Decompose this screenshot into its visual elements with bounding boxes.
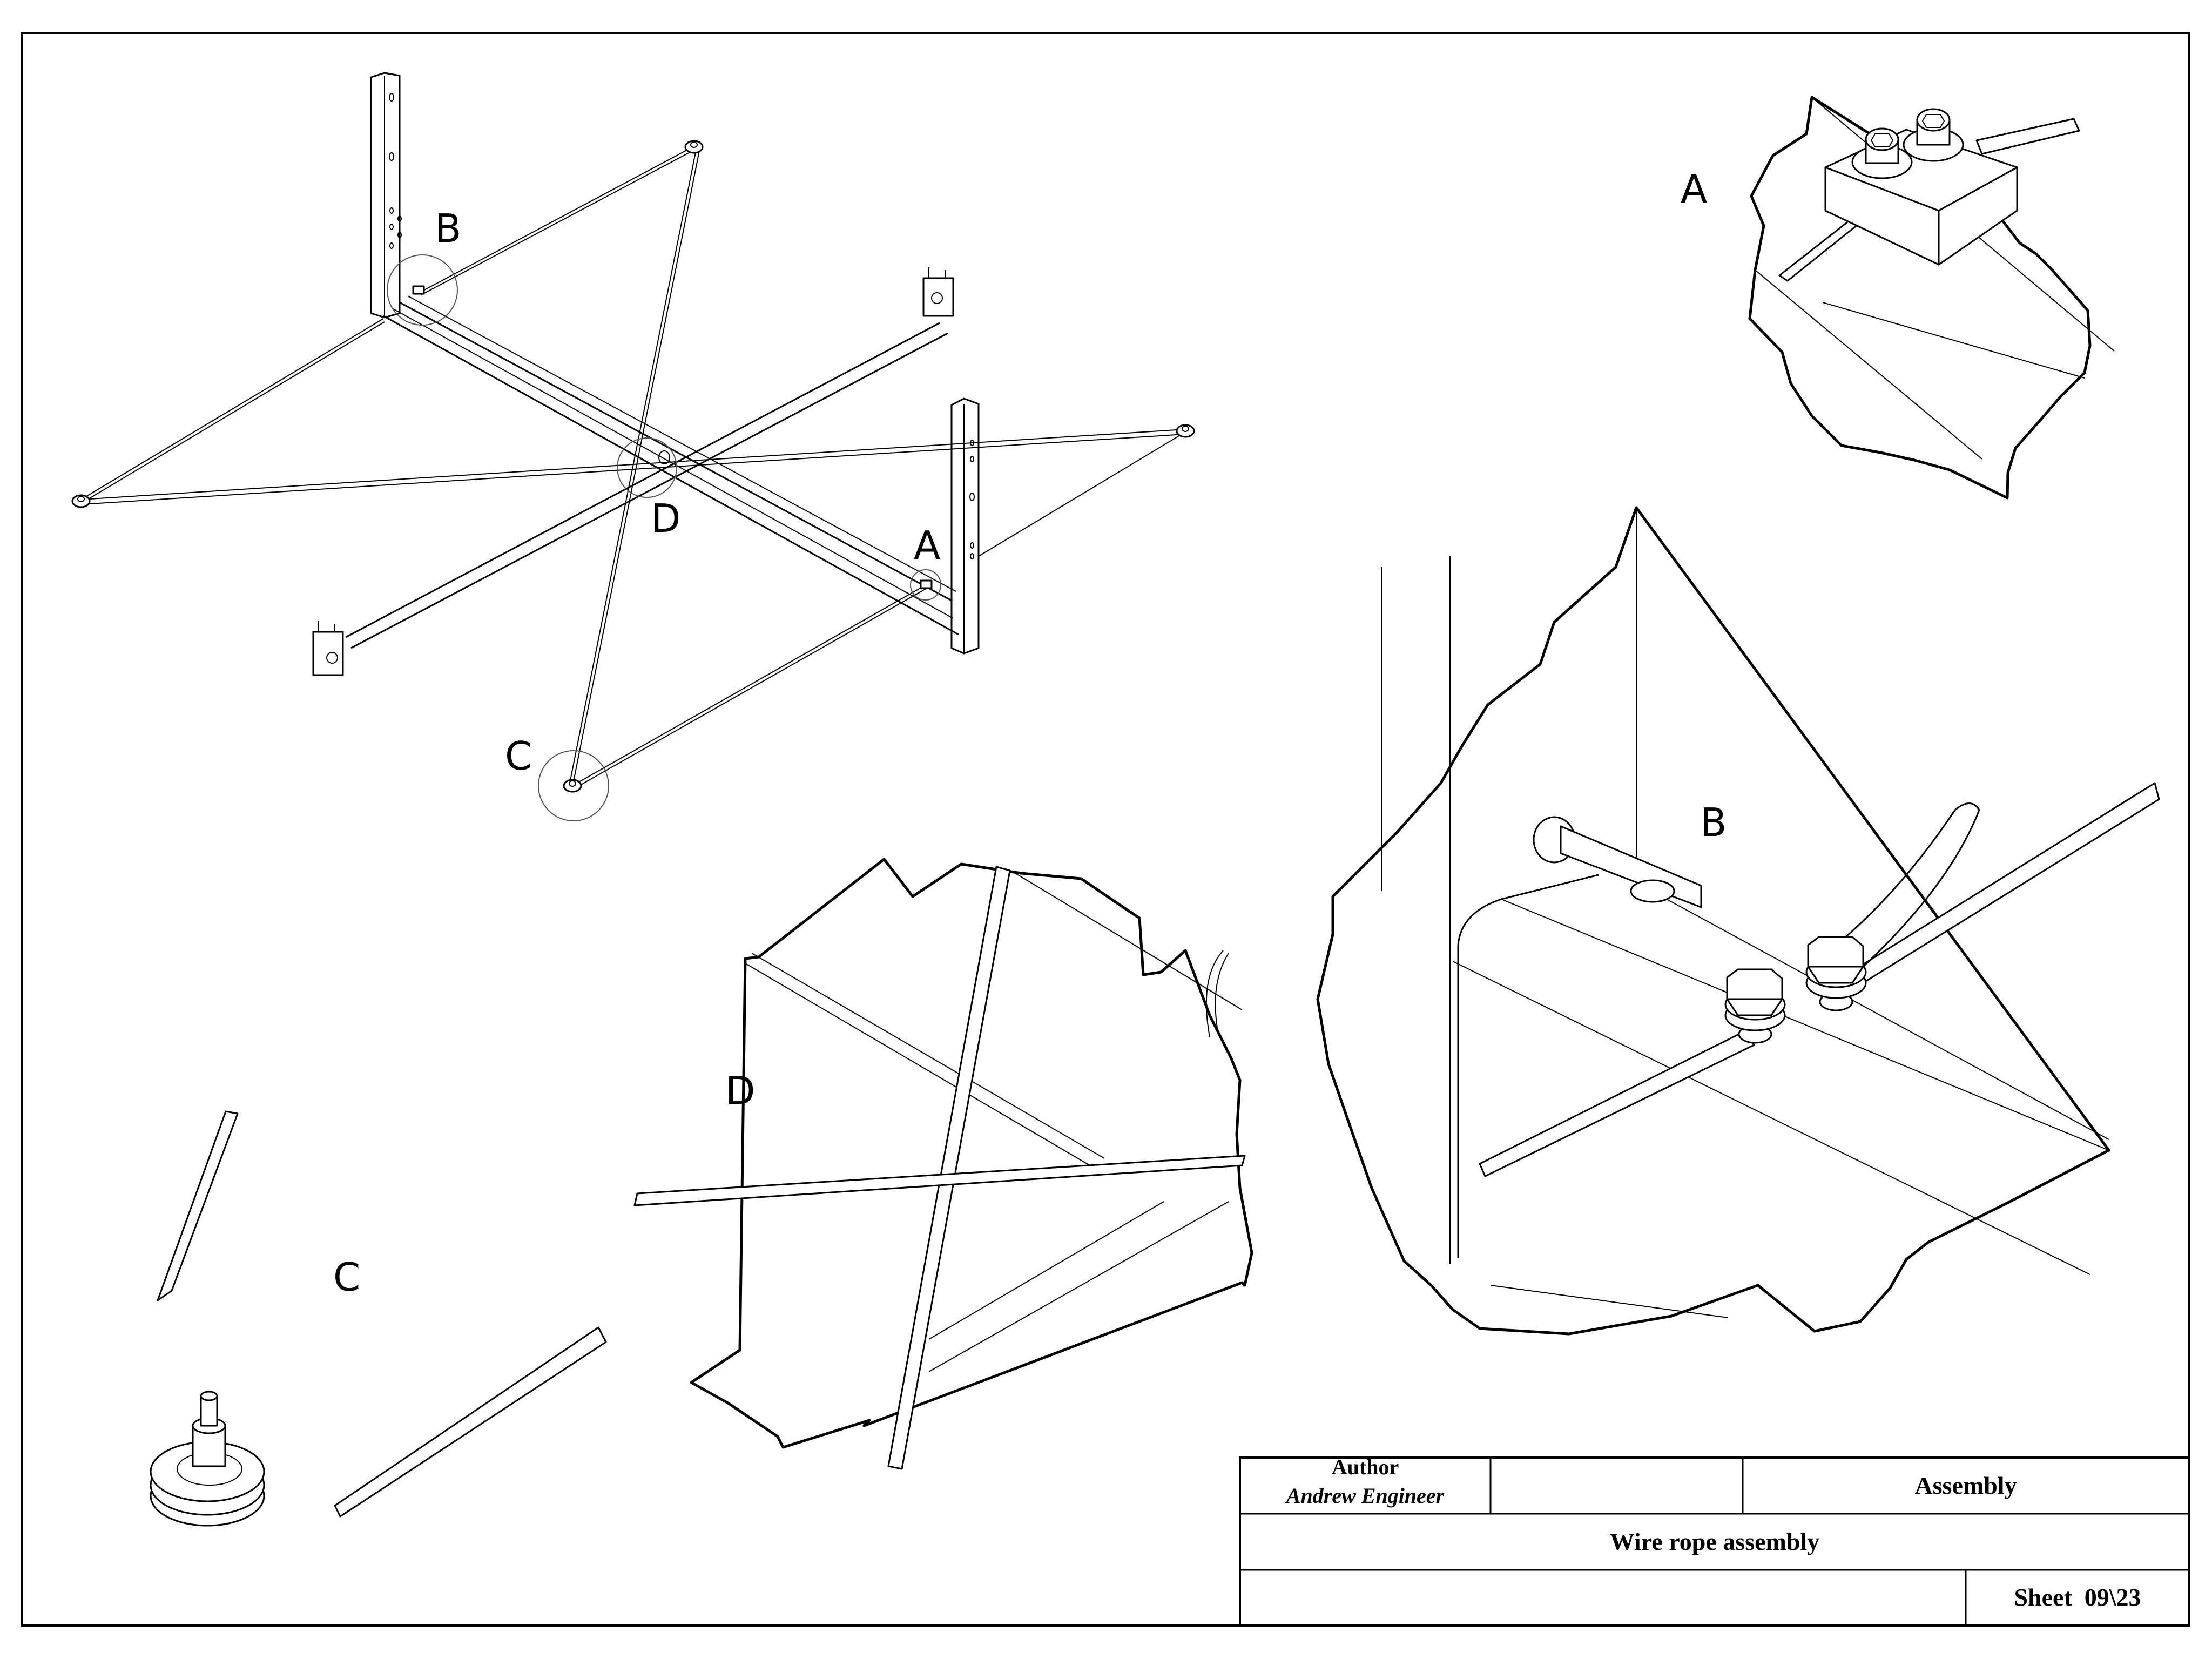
right-post	[950, 397, 980, 655]
detail-label-c: C	[333, 1255, 360, 1300]
clamp-small-b	[412, 285, 425, 295]
author-name: Andrew Engineer	[1285, 1483, 1445, 1508]
callout-label-c: C	[505, 733, 532, 779]
detail-view-c: C	[150, 1110, 607, 1527]
detail-d-rope-steep	[887, 866, 1011, 1470]
left-post	[370, 72, 402, 319]
callout-circle-c	[538, 750, 609, 821]
callout-circle-b	[387, 254, 458, 326]
pulley-bottom	[563, 779, 582, 793]
detail-b-rope-upper	[1854, 782, 2160, 984]
clamp-small-a	[920, 579, 933, 589]
detail-b-bolt-1	[1724, 968, 1786, 1044]
callout-label-a: A	[914, 523, 940, 568]
wire-ropes	[80, 146, 1186, 788]
sheet-border	[21, 32, 2190, 1627]
pulley-top	[684, 140, 704, 154]
detail-view-b: B	[1316, 506, 2160, 1336]
callout-circle-a	[910, 569, 941, 601]
detail-b-bolt-2	[1805, 936, 1867, 1011]
pulleys	[71, 140, 1195, 793]
sheet-number: Sheet 09\23	[2014, 1583, 2141, 1611]
main-assembly-view: B D A C	[71, 72, 1195, 821]
callout-label-b: B	[435, 206, 461, 251]
detail-c-rope-left	[157, 1110, 239, 1301]
detail-view-a: A	[1681, 96, 2115, 500]
detail-d-breakout	[690, 858, 1253, 1449]
end-bracket-lower	[312, 621, 344, 676]
detail-a-breakout	[1748, 96, 2092, 500]
end-bracket-upper	[922, 267, 954, 317]
detail-b-breakout	[1316, 506, 2110, 1336]
detail-label-b: B	[1700, 800, 1727, 845]
detail-b-rope-lower	[1479, 1030, 1755, 1177]
detail-label-a: A	[1681, 166, 1707, 212]
detail-a-screw-1	[1851, 127, 1913, 179]
drawing-type: Assembly	[1914, 1472, 2017, 1499]
pulley-left	[71, 494, 91, 508]
detail-c-rope-right	[334, 1326, 607, 1518]
author-heading: Author	[1332, 1455, 1399, 1479]
detail-label-d: D	[725, 1068, 755, 1114]
detail-a-screw-2	[1903, 108, 1964, 162]
pulley-right	[1176, 424, 1195, 438]
drawing-title: Wire rope assembly	[1610, 1528, 1819, 1555]
cross-beam	[345, 322, 948, 649]
detail-d-rope-shallow	[633, 1155, 1246, 1206]
title-block: Author Andrew Engineer Assembly Wire rop…	[1239, 1455, 2190, 1627]
detail-view-d: D	[633, 858, 1253, 1470]
callout-circle-d	[617, 437, 677, 498]
callout-label-d: D	[651, 496, 680, 541]
beam-hole-d	[658, 450, 670, 464]
